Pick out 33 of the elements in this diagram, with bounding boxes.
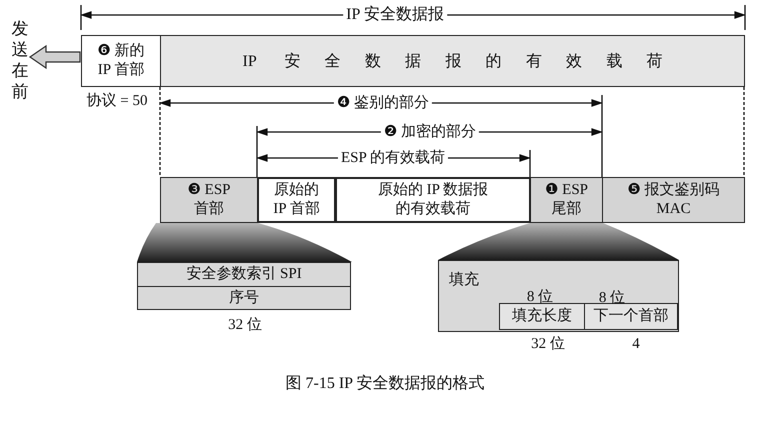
- field-label: ❺ 报文鉴别码 MAC: [626, 181, 721, 219]
- payload-field: [160, 35, 745, 87]
- field-label: 填充: [449, 271, 479, 290]
- field-label: 填充长度: [512, 307, 572, 326]
- field-label: 安全参数索引 SPI: [186, 265, 302, 284]
- dimension-label: ESP 的有效载荷: [338, 149, 448, 167]
- projection-wedge: [137, 223, 352, 262]
- field-label: IP 安全数据报的有效载荷: [242, 52, 662, 70]
- field-label: ❻ 新的 IP 首部: [96, 42, 146, 80]
- next-header-field: [584, 303, 678, 330]
- field-label: 原始的 IP 数据报的有效载荷: [376, 181, 490, 219]
- field-label: 下一个首部: [594, 307, 668, 326]
- field-label: 原始的 IP 首部: [272, 181, 321, 219]
- width-label: 8 位: [598, 289, 626, 307]
- mac-field: [602, 177, 745, 223]
- projection-wedge: [438, 223, 679, 260]
- field-label: 序号: [229, 288, 259, 308]
- dimension-label: ❹ 鉴别的部分: [334, 94, 432, 112]
- header-field: [257, 177, 336, 223]
- direction-note: 发送在前: [11, 18, 29, 102]
- dimension-label: ❷ 加密的部分: [380, 123, 480, 141]
- trailer-field: [530, 177, 603, 223]
- pad-length-field: [499, 303, 585, 330]
- header-field: [81, 35, 161, 87]
- width-label: 8 位: [526, 288, 554, 306]
- field-label: ❶ ESP 尾部: [544, 181, 590, 219]
- sequence-field: [137, 286, 351, 310]
- spi-field: [137, 262, 351, 287]
- padding-field: [438, 260, 679, 332]
- header-field: [160, 177, 258, 223]
- dimension-label: IP 安全数据报: [343, 6, 447, 24]
- payload-field: [335, 177, 531, 223]
- field-label: ❸ ESP 首部: [186, 181, 232, 219]
